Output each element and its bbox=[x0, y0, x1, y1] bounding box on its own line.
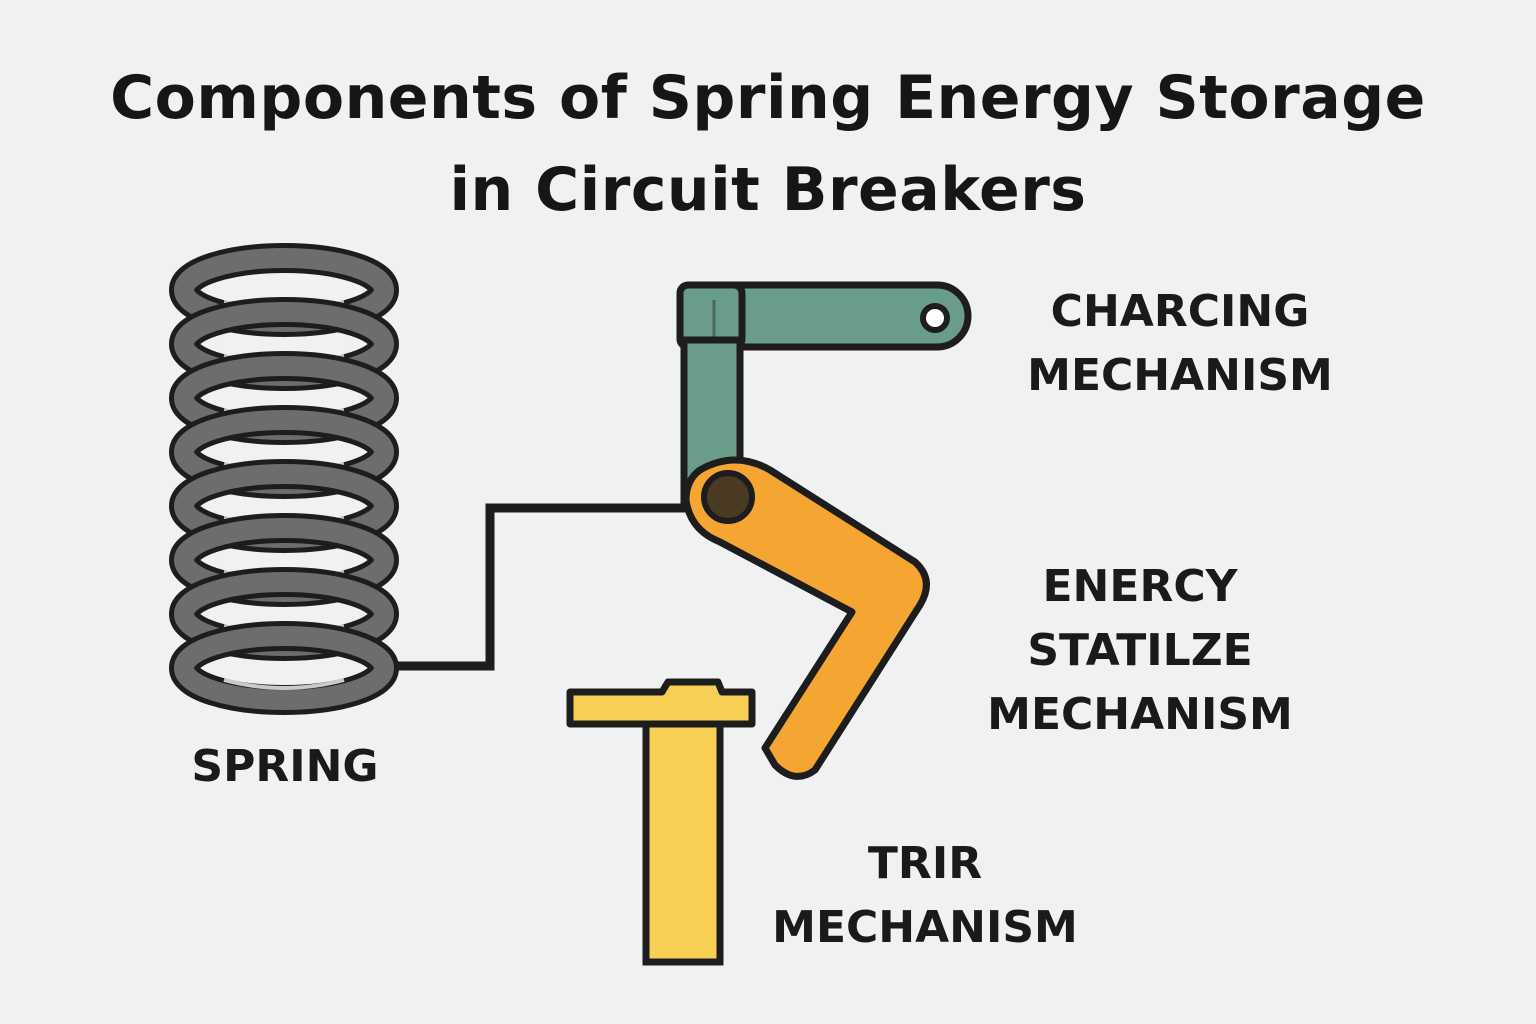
energy-label-line-3: MECHANISM bbox=[987, 689, 1293, 740]
energy-lever bbox=[682, 456, 930, 780]
spring-coil-turn bbox=[174, 626, 394, 710]
trip-label-line-2: MECHANISM bbox=[772, 902, 1078, 953]
trip-label-line-1: TRIR bbox=[867, 838, 983, 889]
charging-label-line-2: MECHANISM bbox=[1027, 350, 1333, 401]
energy-storage-mechanism-label: ENERCY STATILZE MECHANISM bbox=[960, 555, 1320, 747]
spring-label: SPRING bbox=[191, 741, 379, 792]
charging-arm-hole bbox=[920, 303, 950, 333]
lever-pivot bbox=[701, 470, 755, 524]
connector-line bbox=[380, 503, 690, 671]
title-line-1: Components of Spring Energy Storage bbox=[110, 63, 1426, 133]
energy-label-line-2: STATILZE bbox=[1027, 625, 1253, 676]
spring-coil-highlight bbox=[223, 678, 345, 690]
trip-post bbox=[566, 678, 756, 966]
energy-label-line-1: ENERCY bbox=[1042, 561, 1238, 612]
trip-mechanism-label: TRIR MECHANISM bbox=[740, 832, 1110, 960]
charging-mechanism-label: CHARCING MECHANISM bbox=[1010, 280, 1350, 408]
title-line-2: in Circuit Breakers bbox=[449, 155, 1087, 225]
diagram-title: Components of Spring Energy Storage in C… bbox=[0, 52, 1536, 236]
charging-label-line-1: CHARCING bbox=[1050, 286, 1310, 337]
spring-coil bbox=[169, 243, 399, 715]
